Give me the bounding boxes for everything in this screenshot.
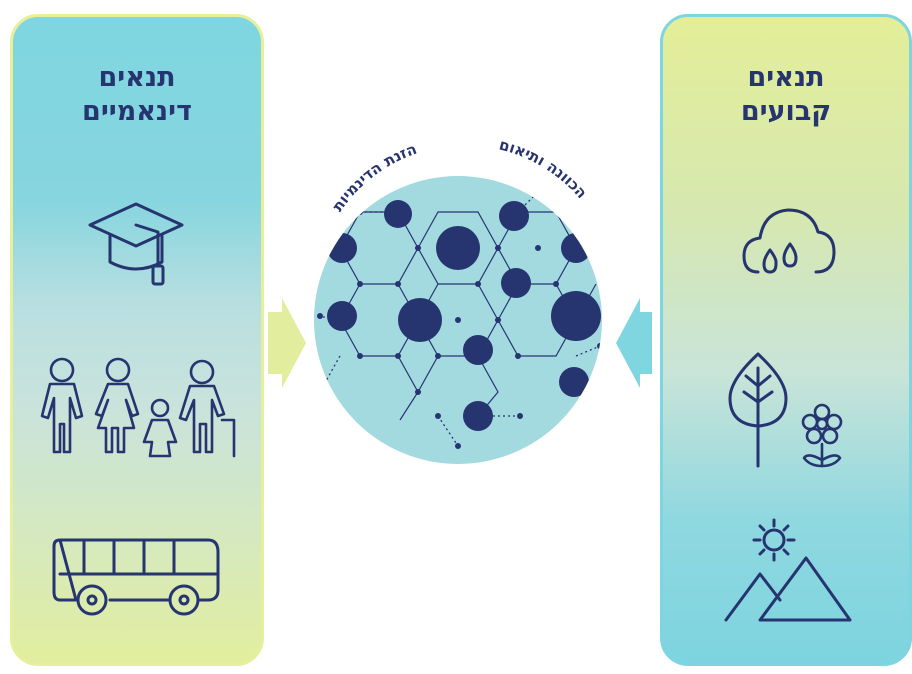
dynamic-conditions-panel: תנאים דינאמיים bbox=[10, 14, 264, 666]
dynamic-conditions-title: תנאים דינאמיים bbox=[82, 62, 192, 127]
bus-icon bbox=[52, 538, 220, 616]
fixed-conditions-title: תנאים קבועים bbox=[740, 62, 832, 127]
fixed-conditions-panel: תנאים קבועים bbox=[660, 14, 912, 666]
flower-icon bbox=[801, 403, 843, 468]
network-graph bbox=[317, 182, 602, 449]
family-icon bbox=[40, 357, 236, 458]
left-arrow bbox=[268, 298, 306, 388]
graduation-cap-icon bbox=[88, 202, 184, 286]
right-arrow bbox=[616, 298, 652, 388]
tree-icon bbox=[728, 352, 788, 468]
rain-cloud-icon bbox=[742, 208, 836, 274]
sun-mountains-icon bbox=[724, 518, 852, 622]
